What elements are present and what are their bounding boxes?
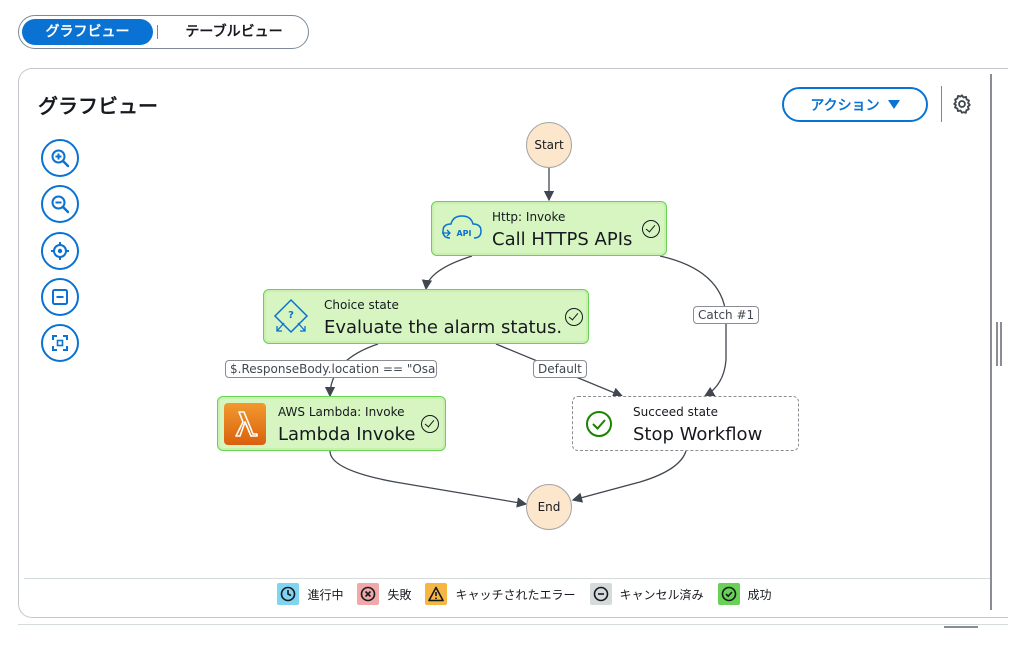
gear-icon[interactable]	[951, 93, 973, 115]
edge-label-condition: $.ResponseBody.location == "Osal	[225, 360, 437, 378]
panel-title: グラフビュー	[38, 94, 158, 118]
graph-view-tab[interactable]: グラフビュー	[22, 19, 153, 45]
legend-in-progress: 進行中	[277, 583, 343, 605]
view-toggle: グラフビュー テーブルビュー	[18, 15, 309, 49]
table-view-tab[interactable]: テーブルビュー	[185, 24, 283, 40]
fit-to-view-button[interactable]	[41, 324, 79, 362]
choice-state[interactable]: ? Choice state Evaluate the alarm status…	[263, 289, 589, 344]
collapse-button[interactable]	[41, 278, 79, 316]
svg-text:API: API	[456, 229, 471, 238]
success-circle-icon	[586, 411, 612, 437]
start-node[interactable]: Start	[526, 122, 572, 168]
state-type: AWS Lambda: Invoke	[278, 405, 405, 419]
resize-handle[interactable]	[996, 322, 1002, 366]
legend-label: 成功	[747, 587, 772, 602]
legend-label: キャッチされたエラー	[455, 587, 576, 602]
legend-divider	[24, 578, 990, 579]
crosshair-icon	[51, 242, 69, 260]
state-name: Lambda Invoke	[278, 424, 416, 445]
toolbar-separator	[941, 86, 942, 122]
x-circle-icon	[357, 583, 380, 605]
bottom-resize-handle[interactable]	[944, 626, 978, 628]
lambda-icon	[224, 403, 266, 445]
zoom-out-icon	[51, 195, 70, 214]
choice-diamond-icon: ?	[273, 298, 309, 334]
legend-label: 失敗	[387, 587, 412, 602]
status-legend: 進行中 失敗 キャッチされたエラー キャンセル済み 成功	[0, 583, 1009, 605]
end-node[interactable]: End	[526, 484, 572, 530]
legend-label: キャンセル済み	[619, 587, 704, 602]
succeed-state[interactable]: Succeed state Stop Workflow	[572, 396, 799, 451]
zoom-out-button[interactable]	[41, 185, 79, 223]
warning-icon	[425, 583, 448, 605]
state-name: Call HTTPS APIs	[492, 229, 633, 250]
zoom-in-icon	[51, 149, 70, 168]
scrollbar-track	[990, 74, 992, 610]
state-type: Choice state	[324, 298, 399, 312]
legend-failed: 失敗	[357, 583, 411, 605]
edge-label-default: Default	[533, 360, 587, 378]
zoom-in-button[interactable]	[41, 139, 79, 177]
state-type: Succeed state	[633, 405, 719, 419]
check-circle-icon	[642, 220, 660, 238]
state-name: Stop Workflow	[633, 424, 763, 445]
check-circle-icon	[565, 308, 583, 326]
edge-label-catch: Catch #1	[693, 306, 760, 324]
svg-text:?: ?	[288, 310, 294, 321]
minus-circle-icon	[589, 583, 612, 605]
legend-label: 進行中	[307, 587, 344, 602]
state-name: Evaluate the alarm status.	[324, 317, 563, 338]
actions-label: アクション	[810, 97, 880, 114]
center-view-button[interactable]	[41, 232, 79, 270]
caret-down-icon	[887, 100, 900, 109]
actions-dropdown-button[interactable]: アクション	[782, 87, 928, 122]
state-type: Http: Invoke	[492, 210, 566, 224]
minus-square-icon	[52, 289, 68, 305]
bottom-divider	[18, 624, 1008, 625]
legend-caught-error: キャッチされたエラー	[425, 583, 576, 605]
api-cloud-icon: API	[442, 215, 482, 239]
legend-cancelled: キャンセル済み	[589, 583, 704, 605]
check-circle-icon	[717, 583, 740, 605]
clock-icon	[277, 583, 300, 605]
legend-succeeded: 成功	[717, 583, 772, 605]
expand-icon	[52, 335, 68, 351]
lambda-invoke-state[interactable]: AWS Lambda: Invoke Lambda Invoke	[217, 396, 446, 451]
http-invoke-state[interactable]: API Http: Invoke Call HTTPS APIs	[431, 201, 667, 256]
toggle-divider	[157, 25, 158, 39]
check-circle-icon	[421, 415, 439, 433]
